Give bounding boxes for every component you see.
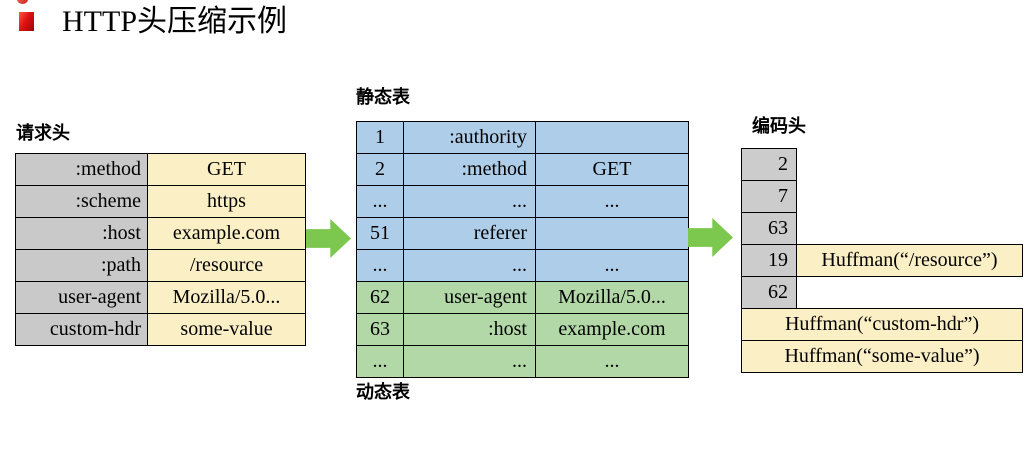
right-arrow-icon bbox=[688, 218, 733, 257]
encoded-index: 7 bbox=[741, 180, 797, 213]
spacer-cell bbox=[797, 181, 1023, 213]
encoded-index: 19 bbox=[741, 244, 797, 277]
entry-value: ... bbox=[535, 345, 689, 378]
table-row: ... ... ... bbox=[356, 185, 689, 218]
table-row: :path /resource bbox=[15, 249, 306, 282]
table-row: Huffman(“custom-hdr”) bbox=[741, 308, 1023, 341]
request-headers-table: :method GET :scheme https :host example.… bbox=[15, 153, 306, 346]
encoded-literal: Huffman(“/resource”) bbox=[796, 244, 1023, 277]
encoded-headers-label: 编码头 bbox=[752, 116, 806, 137]
request-headers-label: 请求头 bbox=[16, 123, 70, 144]
encoded-index: 2 bbox=[741, 148, 797, 181]
header-key: user-agent bbox=[15, 281, 148, 314]
header-value: example.com bbox=[147, 217, 306, 250]
header-key: :path bbox=[15, 249, 148, 282]
encoded-index: 63 bbox=[741, 212, 797, 245]
page-title: HTTP头压缩示例 bbox=[62, 5, 287, 38]
header-key: :host bbox=[15, 217, 148, 250]
table-row: :method GET bbox=[15, 153, 306, 186]
title-bullet-icon bbox=[19, 12, 34, 31]
header-value: GET bbox=[147, 153, 306, 186]
spacer-cell bbox=[797, 213, 1023, 245]
table-row: 2 bbox=[741, 148, 1023, 181]
encoded-headers-table: 2 7 63 19 Huffman(“/resource”) 62 Huffma… bbox=[741, 148, 1023, 373]
entry-name: ... bbox=[403, 185, 536, 218]
entry-value bbox=[535, 121, 689, 154]
entry-value: GET bbox=[535, 153, 689, 186]
entry-index: 51 bbox=[356, 217, 404, 250]
entry-index: 63 bbox=[356, 313, 404, 346]
table-row: 62 user-agent Mozilla/5.0... bbox=[356, 281, 689, 314]
entry-value: Mozilla/5.0... bbox=[535, 281, 689, 314]
entry-value: example.com bbox=[535, 313, 689, 346]
entry-name: ... bbox=[403, 345, 536, 378]
header-value: some-value bbox=[147, 313, 306, 346]
header-key: :scheme bbox=[15, 185, 148, 218]
entry-index: 1 bbox=[356, 121, 404, 154]
encoded-index: 62 bbox=[741, 276, 797, 309]
entry-name: :authority bbox=[403, 121, 536, 154]
table-row: ... ... ... bbox=[356, 249, 689, 282]
table-row: 2 :method GET bbox=[356, 153, 689, 186]
encoded-literal: Huffman(“custom-hdr”) bbox=[741, 308, 1023, 341]
header-value: Mozilla/5.0... bbox=[147, 281, 306, 314]
entry-index: ... bbox=[356, 345, 404, 378]
table-row: Huffman(“some-value”) bbox=[741, 340, 1023, 373]
title-dot-decoration bbox=[17, 0, 28, 4]
encoded-literal: Huffman(“some-value”) bbox=[741, 340, 1023, 373]
dynamic-table-label: 动态表 bbox=[356, 382, 410, 403]
header-value: https bbox=[147, 185, 306, 218]
table-row: 1 :authority bbox=[356, 121, 689, 154]
entry-index: 62 bbox=[356, 281, 404, 314]
entry-name: user-agent bbox=[403, 281, 536, 314]
entry-name: referer bbox=[403, 217, 536, 250]
header-key: custom-hdr bbox=[15, 313, 148, 346]
table-row: user-agent Mozilla/5.0... bbox=[15, 281, 306, 314]
table-row: 62 bbox=[741, 276, 1023, 309]
table-row: 51 referer bbox=[356, 217, 689, 250]
table-row: custom-hdr some-value bbox=[15, 313, 306, 346]
table-row: 7 bbox=[741, 180, 1023, 213]
right-arrow-icon bbox=[306, 219, 351, 258]
table-row: :host example.com bbox=[15, 217, 306, 250]
index-table: 1 :authority 2 :method GET ... ... ... 5… bbox=[356, 121, 689, 378]
header-value: /resource bbox=[147, 249, 306, 282]
table-row: 63 :host example.com bbox=[356, 313, 689, 346]
header-key: :method bbox=[15, 153, 148, 186]
entry-name: ... bbox=[403, 249, 536, 282]
entry-value bbox=[535, 217, 689, 250]
entry-value: ... bbox=[535, 249, 689, 282]
table-row: 19 Huffman(“/resource”) bbox=[741, 244, 1023, 277]
spacer-cell bbox=[797, 149, 1023, 181]
entry-index: 2 bbox=[356, 153, 404, 186]
table-row: 63 bbox=[741, 212, 1023, 245]
entry-name: :host bbox=[403, 313, 536, 346]
table-row: :scheme https bbox=[15, 185, 306, 218]
entry-name: :method bbox=[403, 153, 536, 186]
entry-index: ... bbox=[356, 185, 404, 218]
table-row: ... ... ... bbox=[356, 345, 689, 378]
entry-index: ... bbox=[356, 249, 404, 282]
spacer-cell bbox=[797, 277, 1023, 309]
static-table-label: 静态表 bbox=[356, 87, 410, 108]
entry-value: ... bbox=[535, 185, 689, 218]
